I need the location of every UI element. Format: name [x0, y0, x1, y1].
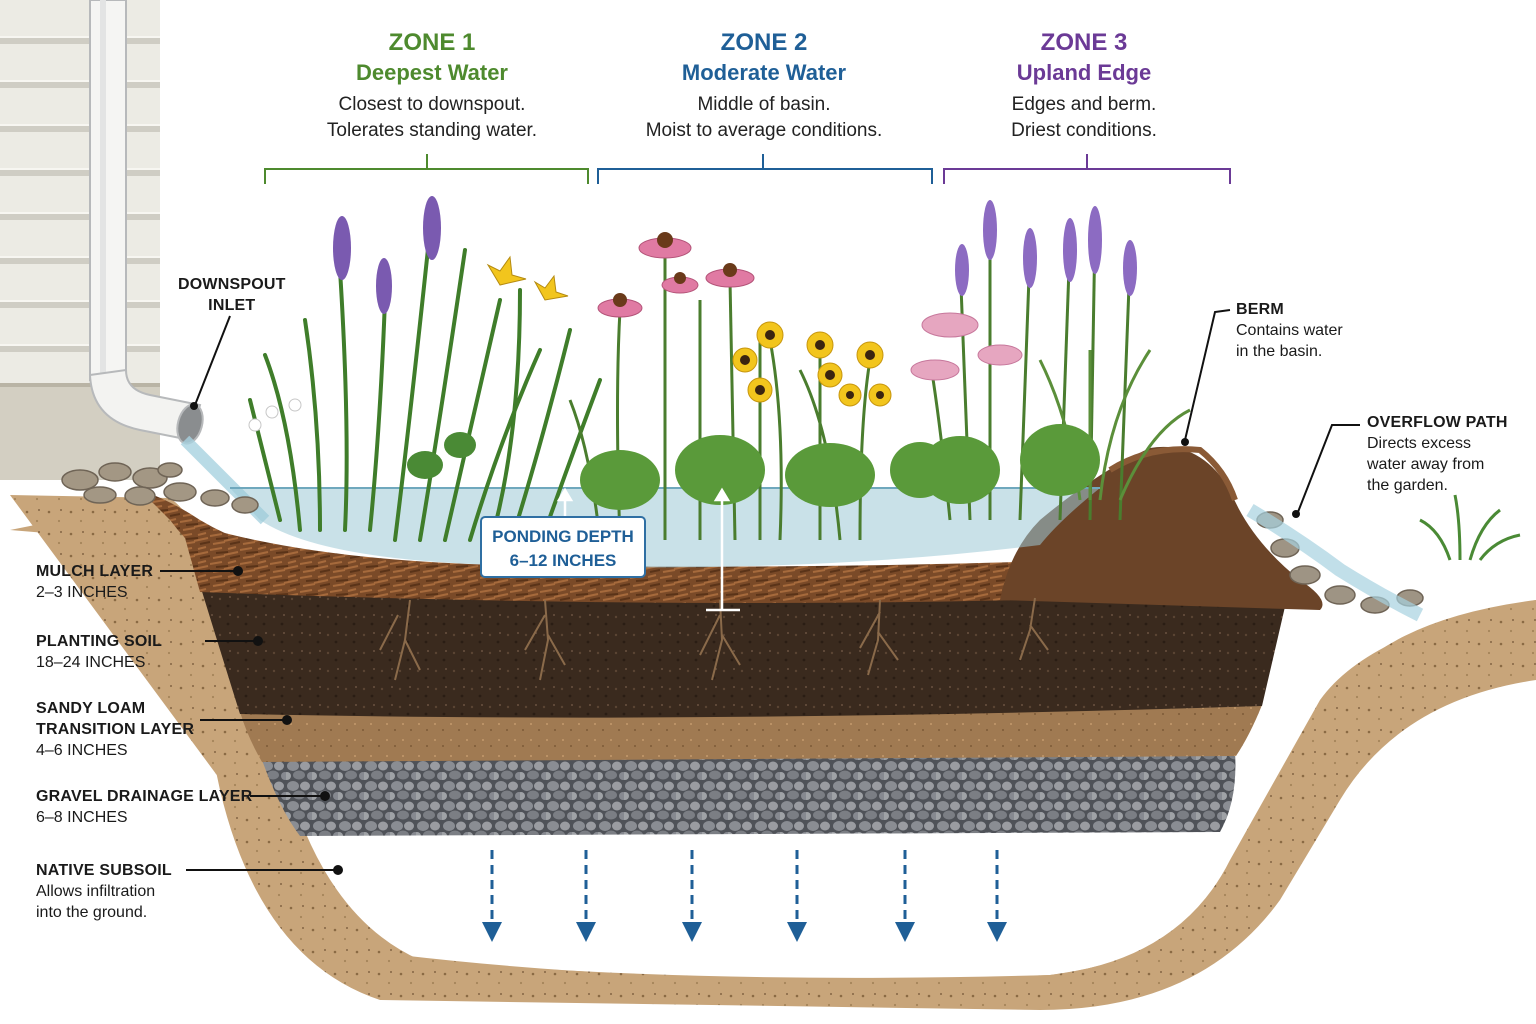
- zone-3-header: ZONE 3 Upland Edge Edges and berm. Dries…: [914, 28, 1254, 144]
- ponding-depth-box: PONDING DEPTH 6–12 INCHES: [480, 516, 646, 578]
- zone1-plants: [248, 196, 602, 547]
- berm: [1000, 446, 1323, 610]
- zone3-bracket: [943, 154, 1231, 184]
- planting-soil-label: PLANTING SOIL 18–24 INCHES: [36, 631, 162, 673]
- zone3-plants: [910, 200, 1191, 521]
- berm-title: BERM: [1236, 301, 1284, 318]
- zone-2-heading: Moderate Water: [681, 60, 847, 85]
- ponding-depth-value: 6–12 INCHES: [509, 551, 617, 570]
- berm-description: Contains water in the basin.: [1236, 322, 1343, 360]
- infiltration-arrows: [490, 850, 999, 925]
- zone-1-description: Closest to downspout. Tolerates standing…: [326, 94, 538, 141]
- gravel-layer-depth: 6–8 INCHES: [36, 809, 128, 826]
- zone-3-description: Edges and berm. Driest conditions.: [1011, 94, 1157, 141]
- sandy-loam-title: SANDY LOAM TRANSITION LAYER: [36, 700, 195, 738]
- native-subsoil-description: Allows infiltration into the ground.: [36, 883, 156, 921]
- planting-soil-depth: 18–24 INCHES: [36, 654, 146, 671]
- zone-1-heading: Deepest Water: [355, 60, 508, 85]
- mulch-layer-depth: 2–3 INCHES: [36, 584, 128, 601]
- overflow-path-description: Directs excess water away from the garde…: [1367, 435, 1485, 494]
- zone1-bracket: [264, 154, 589, 184]
- leader-lines: [160, 309, 1360, 871]
- gravel-drainage-layer: [262, 752, 1236, 836]
- mulch-layer-title: MULCH LAYER: [36, 563, 154, 580]
- leader-dots: [190, 402, 1300, 875]
- mulch-layer-label: MULCH LAYER 2–3 INCHES: [36, 561, 153, 603]
- grass-tuft: [1419, 494, 1521, 561]
- gravel-layer-label: GRAVEL DRAINAGE LAYER 6–8 INCHES: [36, 786, 252, 828]
- zone-3-title: ZONE 3: [1040, 29, 1128, 56]
- native-subsoil-label: NATIVE SUBSOIL Allows infiltration into …: [36, 860, 172, 923]
- ponding-depth-markers: [556, 487, 740, 612]
- zone-1-header: ZONE 1 Deepest Water Closest to downspou…: [262, 28, 602, 144]
- overflow-path-title: OVERFLOW PATH: [1367, 414, 1508, 431]
- plant-roots: [379, 597, 1049, 681]
- inlet-stones: [61, 462, 259, 514]
- planting-soil-title: PLANTING SOIL: [36, 633, 163, 650]
- downspout-inlet-label: DOWNSPOUT INLET: [178, 274, 286, 316]
- ponding-depth-title: PONDING DEPTH: [492, 527, 634, 546]
- infiltration-arrowheads: [482, 922, 1007, 942]
- zone2-bracket: [597, 154, 933, 184]
- zone-1-title: ZONE 1: [388, 29, 476, 56]
- zone-3-heading: Upland Edge: [1016, 60, 1152, 85]
- overflow-path-label: OVERFLOW PATH Directs excess water away …: [1367, 412, 1508, 496]
- sandy-loam-depth: 4–6 INCHES: [36, 742, 128, 759]
- zone-2-header: ZONE 2 Moderate Water Middle of basin. M…: [594, 28, 934, 144]
- gravel-layer-title: GRAVEL DRAINAGE LAYER: [36, 788, 253, 805]
- berm-label: BERM Contains water in the basin.: [1236, 299, 1343, 362]
- zone-2-title: ZONE 2: [720, 29, 808, 56]
- planting-soil-layer: [200, 585, 1290, 718]
- sandy-loam-label: SANDY LOAM TRANSITION LAYER 4–6 INCHES: [36, 698, 194, 761]
- sandy-loam-layer: [240, 705, 1262, 762]
- native-subsoil-title: NATIVE SUBSOIL: [36, 862, 172, 879]
- zone-2-description: Middle of basin. Moist to average condit…: [645, 94, 883, 141]
- downspout-inlet-title: DOWNSPOUT INLET: [178, 276, 286, 314]
